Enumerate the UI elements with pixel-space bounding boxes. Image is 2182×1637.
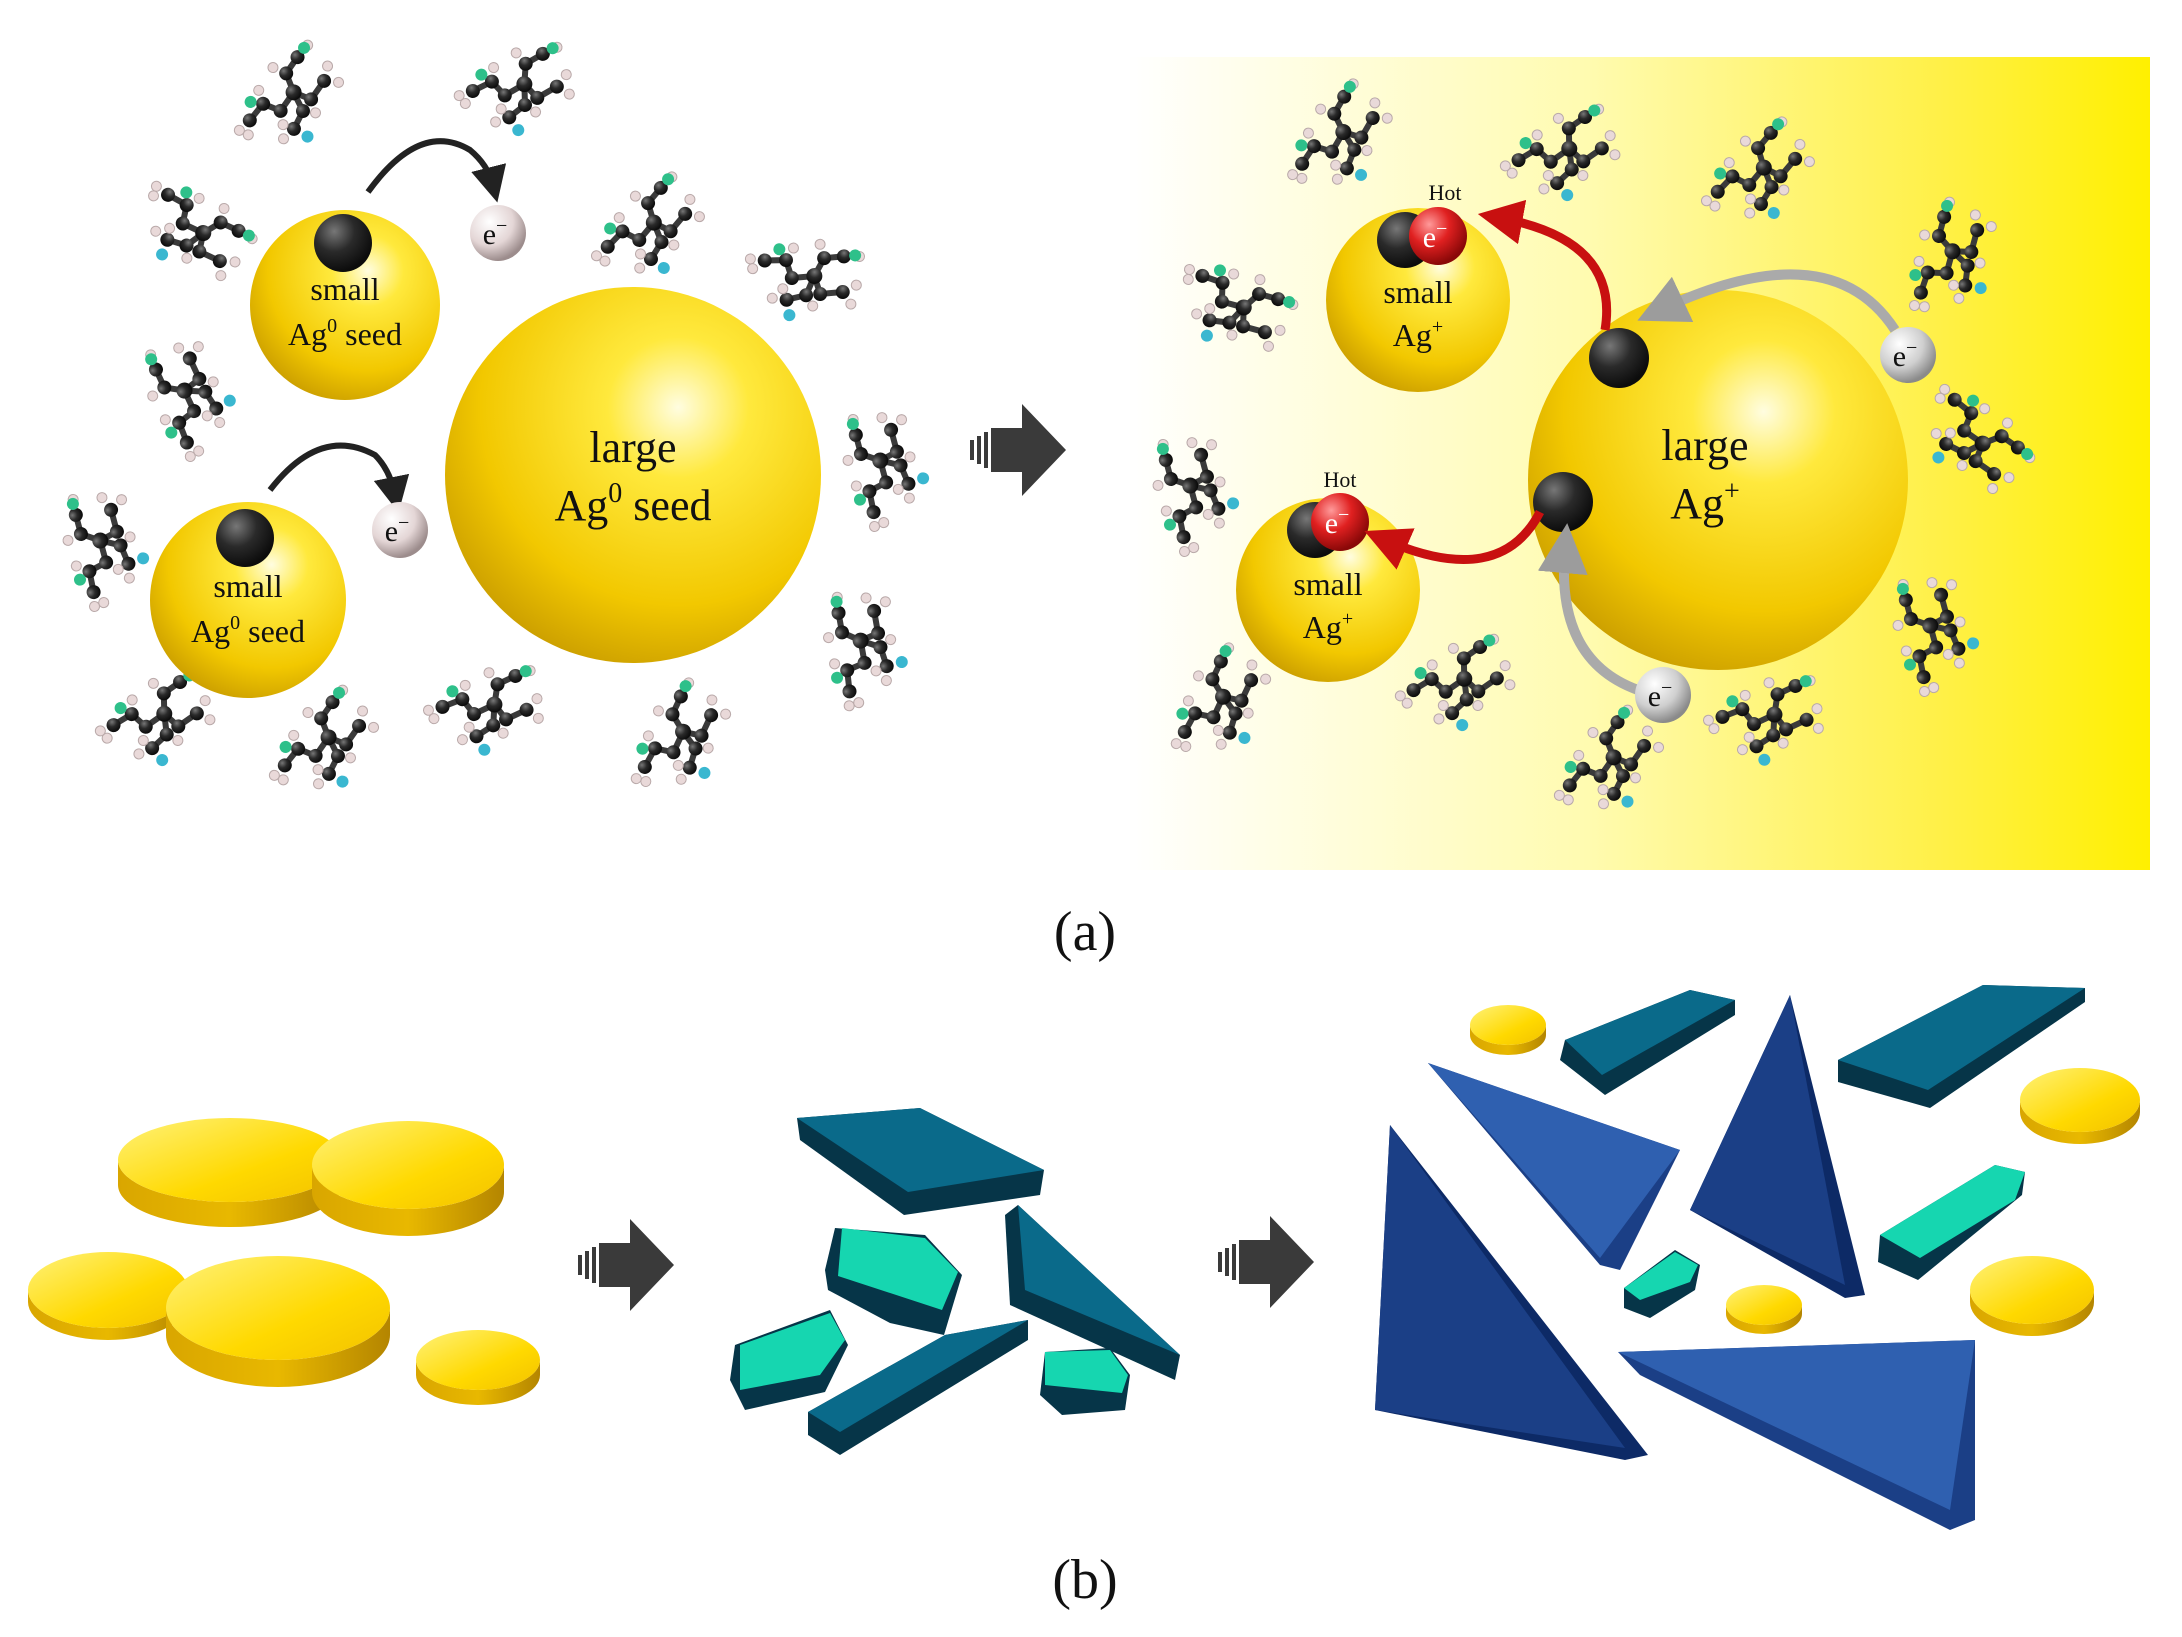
svg-text:e−: e− [1648,677,1673,713]
atom-top [314,214,372,272]
small-seed-top-label-line1: small [310,271,379,307]
hot-electron-transfer-arrow-top [1477,199,1612,331]
svg-text:e−: e− [1893,337,1918,373]
mint-plate-1 [825,1228,962,1335]
teal-plate-wedge [808,1320,1028,1455]
teal-plate-triangle [1005,1205,1180,1380]
hot-electron-top [1409,207,1467,265]
svg-text:e−: e− [483,215,508,251]
small-seed-bottom-label-line1: small [213,568,282,604]
panel-a-caption: (a) [1054,901,1116,963]
large-seed-label-line2: Ag0 seed [555,478,712,530]
large-ion-label-line2: Ag+ [1670,476,1740,528]
ejection-arrow-bottom [267,442,410,513]
small-ion-bottom-label-line1: small [1293,566,1362,602]
gold-disc-small-3 [1970,1256,2094,1336]
intermediate-plate-group [730,1108,1180,1455]
ejection-arrow-top [365,138,507,203]
blue-triangle-large [1375,1125,1648,1460]
gold-disc-2 [312,1121,504,1236]
process-arrow-b2 [1218,1216,1314,1308]
small-ag0-seed-top: small Ag0 seed e− [250,138,526,400]
process-arrow-b1 [578,1219,674,1311]
small-ag0-seed-bottom: small Ag0 seed e− [150,442,428,698]
teal-plate-top-center [1560,990,1735,1095]
gold-disc-3 [28,1252,188,1340]
small-seed-top-label-line2: Ag0 seed [288,315,402,352]
gold-disc-small-2 [2020,1068,2140,1144]
electron-right: e− [1880,327,1936,383]
small-seed-bottom-label-line2: Ag0 seed [191,612,305,649]
small-ion-top-label-line2: Ag+ [1393,316,1443,353]
atom-bottom [216,509,274,567]
gold-nanodisc-group [28,1118,540,1405]
large-seed-label-line1: large [589,423,676,472]
gold-disc-4 [166,1256,390,1387]
panel-a: large Ag0 seed small Ag0 seed e− small A… [25,20,2150,963]
small-ag-ion-top: e− Hot small Ag+ [1326,180,1510,392]
hot-electron-transfer-arrow-bottom [1364,509,1545,570]
blue-triangle-upper-left [1428,1063,1680,1270]
surface-atom-upper [1589,328,1649,388]
electron-top: e− [470,205,526,261]
blue-triangle-upper-right [1690,995,1865,1298]
small-ion-top-label-line1: small [1383,274,1452,310]
svg-text:e−: e− [385,512,410,548]
mint-plate-2 [730,1310,848,1410]
surface-atom-lower [1533,472,1593,532]
process-arrow-a [970,404,1066,496]
teal-plate-top-right [1838,985,2085,1108]
small-ion-bottom-label-line2: Ag+ [1303,608,1353,645]
large-ion-label-line1: large [1661,421,1748,470]
hot-electron-bottom [1311,493,1369,551]
svg-text:e−: e− [1325,504,1350,540]
hot-label-bottom: Hot [1324,467,1357,492]
gold-disc-5 [416,1330,540,1405]
mint-plate-right [1878,1165,2025,1280]
electron-lower: e− [1635,667,1691,723]
gold-disc-small-4 [1726,1285,1802,1334]
large-ag-ion: large Ag+ [1528,290,1908,670]
mint-plate-3 [1040,1348,1130,1415]
teal-plate-large [797,1108,1044,1215]
hot-label-top: Hot [1429,180,1462,205]
panel-b: (b) [28,985,2140,1611]
electron-return-arrow-top [1637,269,1900,333]
electron-bottom: e− [372,502,428,558]
gold-disc-1 [118,1118,342,1227]
large-ag0-seed: large Ag0 seed [445,287,821,663]
svg-text:e−: e− [1423,218,1448,254]
electron-return-arrow-bottom [1537,523,1640,695]
panel-b-caption: (b) [1052,1549,1117,1611]
final-nanoprism-group [1375,985,2140,1530]
blue-triangle-lower-right [1618,1340,1975,1530]
mint-plate-small [1624,1250,1700,1318]
gold-disc-small-1 [1470,1005,1546,1055]
